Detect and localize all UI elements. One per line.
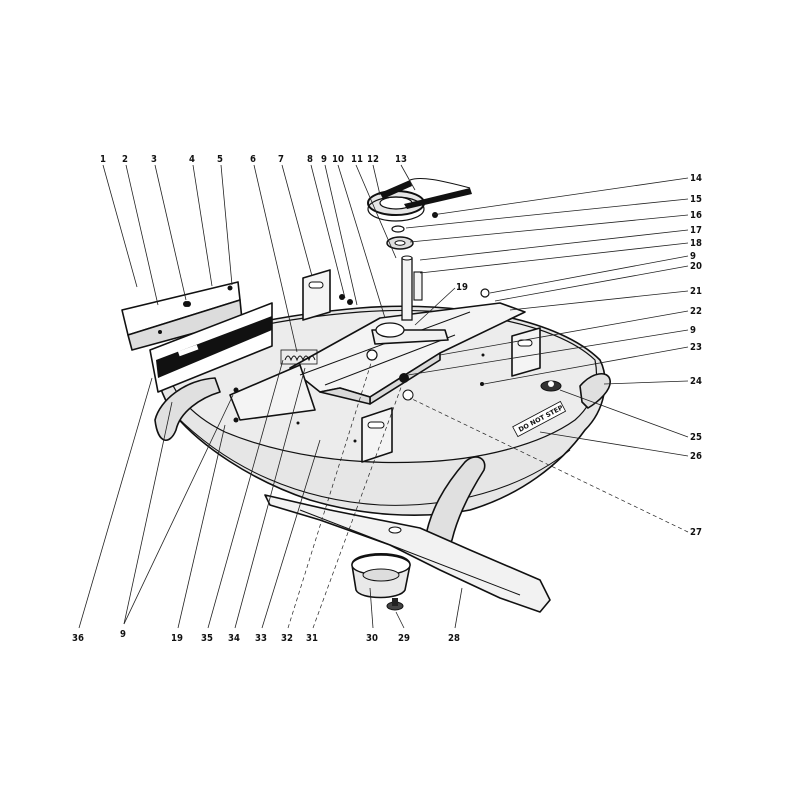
callout-labels: 1 2 3 4 5 6 7 8 9 10 11 12 13 14 15 16 1… bbox=[72, 154, 702, 644]
callout-26: 26 bbox=[690, 451, 702, 462]
wing-nut bbox=[540, 380, 562, 392]
callout-9-top: 9 bbox=[321, 154, 327, 165]
left-handle bbox=[154, 377, 221, 441]
callout-19-center: 19 bbox=[456, 282, 468, 293]
spindle-bearing bbox=[386, 236, 414, 250]
front-baffle bbox=[149, 302, 273, 393]
callout-9-right-upper: 9 bbox=[690, 251, 696, 262]
callout-17: 17 bbox=[690, 225, 702, 236]
callout-14: 14 bbox=[690, 173, 702, 184]
callout-18: 18 bbox=[690, 238, 702, 249]
leader-lines bbox=[78, 164, 689, 629]
callout-24: 24 bbox=[690, 376, 702, 387]
blade-adapter bbox=[351, 552, 411, 599]
callout-8: 8 bbox=[307, 154, 313, 165]
callout-10: 10 bbox=[332, 154, 344, 165]
blade-bolt bbox=[386, 598, 404, 611]
spindle-shaft bbox=[401, 255, 423, 321]
callout-27: 27 bbox=[690, 527, 702, 538]
callout-12: 12 bbox=[367, 154, 379, 165]
callout-9-right-lower: 9 bbox=[690, 325, 696, 336]
idler-arm bbox=[371, 322, 449, 345]
tension-spring bbox=[280, 349, 318, 365]
callout-36: 36 bbox=[72, 633, 84, 644]
callout-6: 6 bbox=[250, 154, 256, 165]
callout-11: 11 bbox=[351, 154, 363, 165]
callout-25: 25 bbox=[690, 432, 702, 443]
spacer-washer bbox=[391, 225, 405, 233]
callout-29: 29 bbox=[398, 633, 410, 644]
callout-35: 35 bbox=[201, 633, 213, 644]
callout-22: 22 bbox=[690, 306, 702, 317]
callout-19-bottom: 19 bbox=[171, 633, 183, 644]
callout-30: 30 bbox=[366, 633, 378, 644]
callout-20: 20 bbox=[690, 261, 702, 272]
callout-31: 31 bbox=[306, 633, 318, 644]
bracket-right bbox=[511, 327, 541, 377]
drive-belt bbox=[380, 177, 472, 209]
callout-23: 23 bbox=[690, 342, 702, 353]
callout-32: 32 bbox=[281, 633, 293, 644]
callout-13: 13 bbox=[395, 154, 407, 165]
callout-3: 3 bbox=[151, 154, 157, 165]
callout-4: 4 bbox=[189, 154, 195, 165]
right-rear-handle bbox=[579, 373, 611, 409]
bracket-rear-left bbox=[302, 269, 331, 321]
callout-34: 34 bbox=[228, 633, 240, 644]
callout-2: 2 bbox=[122, 154, 128, 165]
callout-33: 33 bbox=[255, 633, 267, 644]
hardware bbox=[169, 212, 490, 423]
callout-1: 1 bbox=[100, 154, 106, 165]
callout-5: 5 bbox=[217, 154, 223, 165]
callout-21: 21 bbox=[690, 286, 702, 297]
callout-15: 15 bbox=[690, 194, 702, 205]
bracket-front bbox=[361, 407, 393, 463]
callout-7: 7 bbox=[278, 154, 284, 165]
callout-16: 16 bbox=[690, 210, 702, 221]
cutting-blade bbox=[264, 494, 551, 613]
callout-9-bottom: 9 bbox=[120, 629, 126, 640]
callout-28: 28 bbox=[448, 633, 460, 644]
